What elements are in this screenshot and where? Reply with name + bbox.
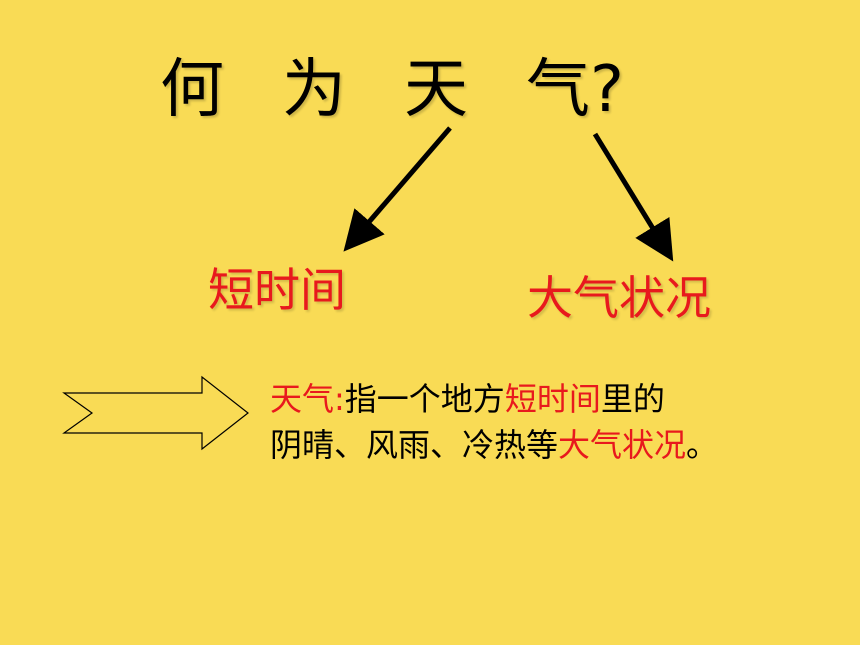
definition-text-1b: 里的: [600, 380, 665, 418]
definition-highlight-2: 大气状况: [558, 426, 687, 464]
definition-term: 天气:: [270, 380, 345, 418]
slide-title: 何为天气?: [160, 38, 624, 130]
label-atmospheric-condition: 大气状况: [527, 271, 711, 325]
right-chevron-arrow-icon: [62, 375, 249, 451]
weather-definition: 天气:指一个地方短时间里的 阴晴、风雨、冷热等大气状况。: [270, 376, 718, 468]
definition-text-1a: 指一个地方: [344, 380, 505, 418]
arrow-down-right-icon: [592, 132, 674, 262]
definition-text-2b: 。: [686, 426, 719, 464]
title-char-3: 天: [404, 53, 468, 127]
definition-highlight-1: 短时间: [504, 380, 601, 418]
definition-line-2: 阴晴、风雨、冷热等大气状况。: [270, 422, 718, 468]
title-char-4: 气?: [526, 53, 624, 127]
label-short-time: 短时间: [208, 263, 346, 317]
definition-text-2a: 阴晴、风雨、冷热等: [270, 426, 559, 464]
title-char-1: 何: [160, 53, 224, 127]
title-char-2: 为: [282, 53, 346, 127]
definition-line-1: 天气:指一个地方短时间里的: [270, 376, 718, 422]
arrow-down-left-icon: [343, 126, 452, 252]
